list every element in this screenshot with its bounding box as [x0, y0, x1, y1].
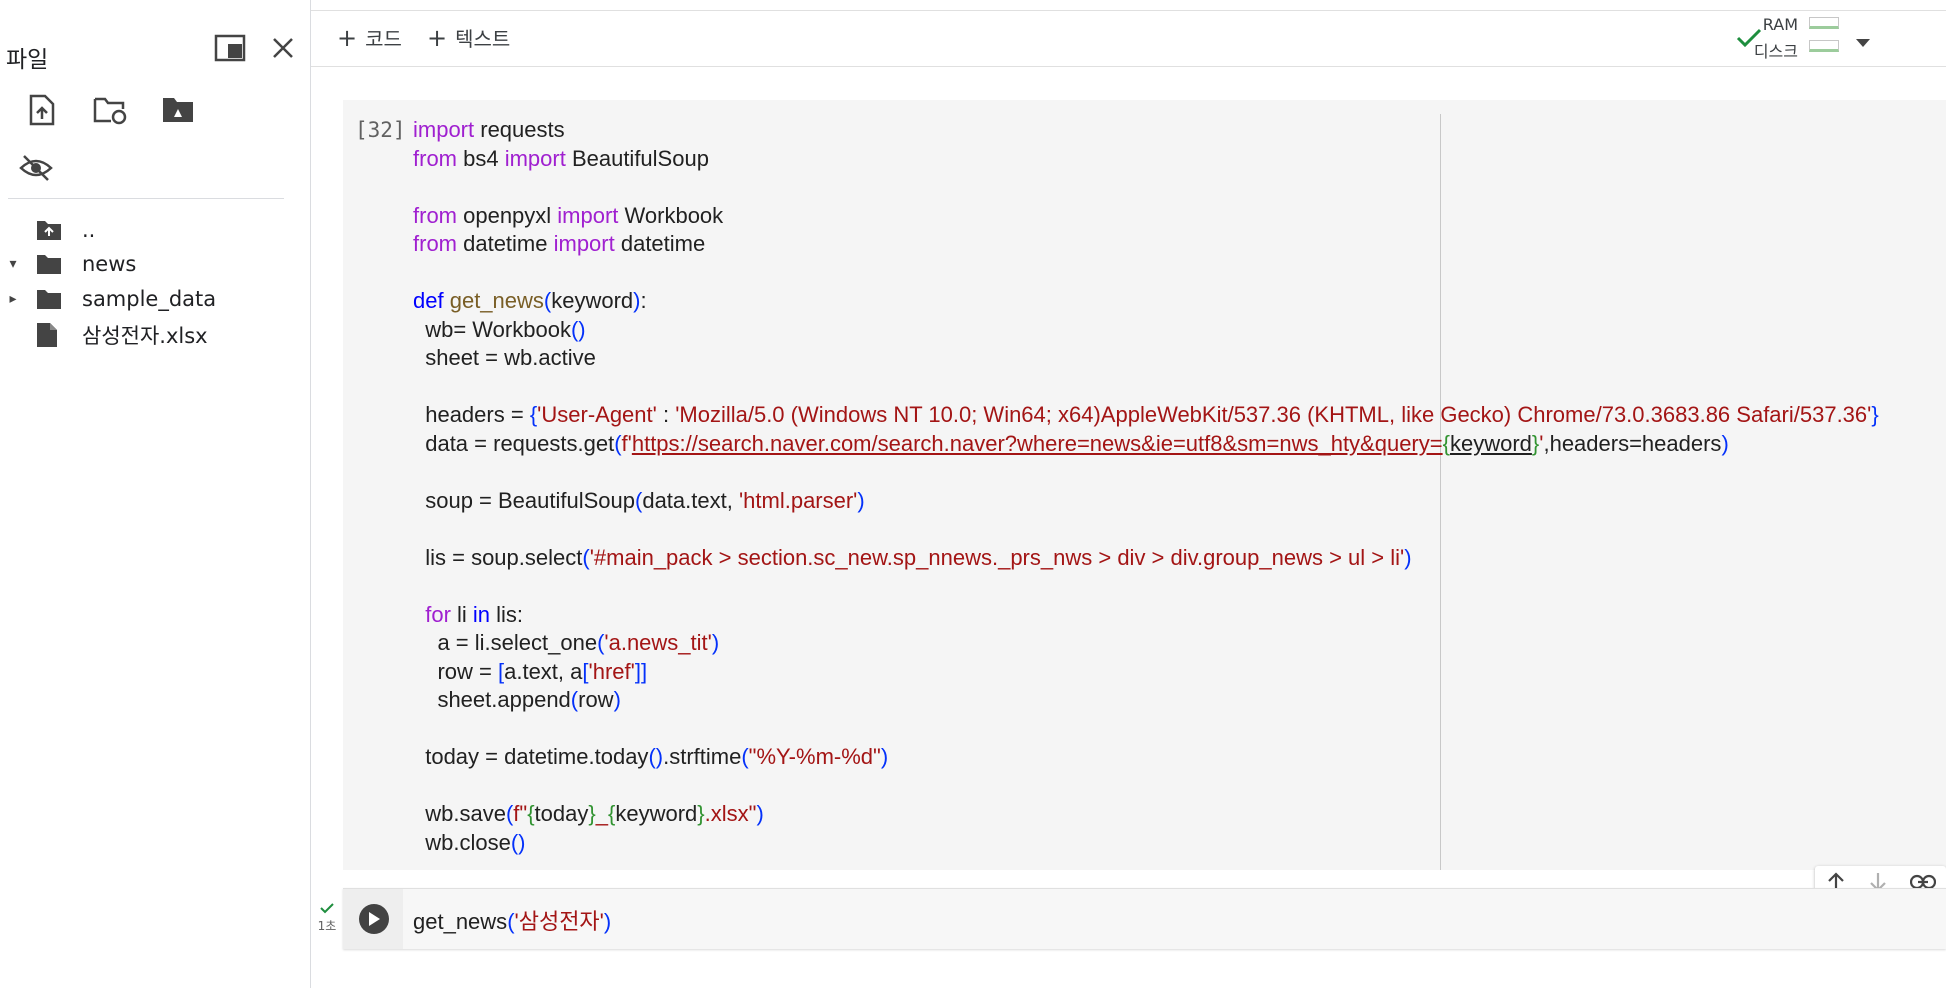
add-code-label: 코드 [365, 27, 402, 51]
refresh-folder-icon[interactable] [90, 90, 130, 130]
file-icon [36, 322, 72, 348]
disk-label: 디스크 [1753, 42, 1798, 61]
tree-item-label: .. [82, 218, 96, 242]
upload-file-icon[interactable] [22, 90, 62, 130]
code-editor[interactable]: get_news('삼성전자') [413, 904, 611, 936]
plus-icon: + [427, 23, 448, 52]
run-duration: 1초 [317, 919, 337, 933]
folder-icon [36, 253, 72, 275]
add-text-button[interactable]: + 텍스트 [427, 23, 510, 52]
tree-item-parent[interactable]: .. [0, 213, 95, 247]
disk-usage-bar [1809, 40, 1839, 52]
code-token: '삼성전자' [514, 909, 604, 934]
chevron-down-icon[interactable] [1856, 33, 1870, 52]
code-editor[interactable]: import requests from bs4 import Beautifu… [413, 117, 1879, 855]
plus-icon: + [337, 23, 358, 52]
tree-item-label: sample_data [82, 287, 217, 311]
execution-count: [32] [355, 118, 406, 142]
play-icon [369, 912, 380, 926]
chevron-right-icon[interactable]: ▸ [9, 291, 17, 307]
folder-icon [36, 288, 72, 310]
cell-gutter [343, 889, 403, 949]
tree-item-label: 삼성전자.xlsx [82, 324, 208, 348]
code-token: get_news [413, 909, 508, 934]
tree-item-xlsx[interactable]: 삼성전자.xlsx [0, 318, 208, 352]
ram-label: RAM [1762, 15, 1798, 34]
code-token: ( [507, 909, 515, 934]
open-in-tab-icon[interactable] [210, 28, 250, 68]
notebook-toolbar: + 코드 + 텍스트 RAM 디스크 [311, 10, 1946, 67]
line-length-ruler [1440, 114, 1441, 870]
code-cell[interactable] [343, 888, 1946, 949]
file-sidebar: 파일 .. ▾ news ▸ sample_data [0, 0, 311, 988]
run-cell-button[interactable] [359, 904, 389, 934]
hide-files-icon[interactable] [16, 148, 56, 188]
code-cell[interactable] [343, 100, 1946, 870]
folder-up-icon [36, 219, 72, 241]
code-token: ) [603, 909, 612, 934]
check-icon [1736, 27, 1762, 53]
add-text-label: 텍스트 [455, 27, 511, 51]
mount-drive-icon[interactable] [158, 90, 198, 130]
sidebar-title: 파일 [6, 47, 49, 73]
check-icon [314, 902, 340, 917]
tree-item-news[interactable]: ▾ news [0, 247, 136, 281]
tree-item-label: news [82, 252, 137, 276]
sidebar-divider [8, 198, 284, 199]
add-code-button[interactable]: + 코드 [337, 23, 402, 52]
chevron-down-icon[interactable]: ▾ [9, 256, 17, 272]
resource-status[interactable]: RAM 디스크 [1686, 11, 1946, 66]
cell-run-status: 1초 [314, 902, 340, 934]
tree-item-sample-data[interactable]: ▸ sample_data [0, 282, 216, 316]
ram-usage-bar [1809, 17, 1839, 29]
close-icon[interactable] [263, 28, 303, 68]
